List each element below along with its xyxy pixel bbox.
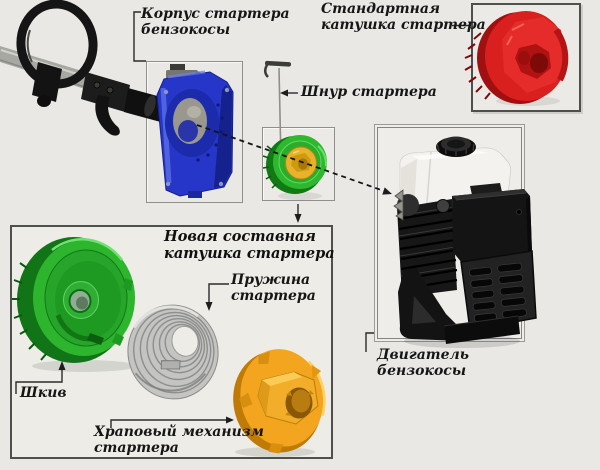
starter-spring [127,304,219,400]
label-engine: Двигатель бензокосы [377,347,469,379]
box-down-arrowhead [294,214,302,223]
starter-pawl [393,189,419,221]
pulley-arrowhead [58,361,66,370]
label-ratchet: Храповый механизм стартера [94,424,264,456]
ratchet-mechanism [233,349,326,457]
vented-shroud [460,250,537,331]
label-pulley: Шкив [20,385,67,401]
label-housing: Корпус стартера бензокосы [141,6,290,38]
connectors [15,11,471,428]
ratchet-arrow-line [110,419,226,428]
label-cord: Шнур стартера [301,84,437,100]
spring-arrow-line [208,283,229,304]
housing-vent-dots [196,103,224,162]
standard-coil [464,11,569,106]
spring-arrowhead [205,302,213,311]
housing-bracket [133,11,146,62]
starter-housing [156,64,234,198]
loop-handle [16,0,98,107]
cylinder-head-block [452,183,532,263]
assembly-axis-dashed-line [196,124,385,192]
arrowheads [58,89,392,424]
pulley-arrow-line [15,368,63,394]
ratchet-arrowhead [226,416,234,424]
engine-bracket [365,332,374,352]
engine [393,136,537,348]
pulley [12,237,136,372]
engine-skid [398,268,520,344]
cord-arrowhead [280,89,288,97]
label-new-coil: Новая составная катушка стартера [164,228,335,262]
housing-callout-box [146,61,243,203]
assembly-axis-arrowhead [382,187,392,195]
fuel-cap [436,136,476,157]
label-standard-coil: Стандартная катушка стартера [321,1,486,33]
label-spring: Пружина стартера [231,272,316,304]
